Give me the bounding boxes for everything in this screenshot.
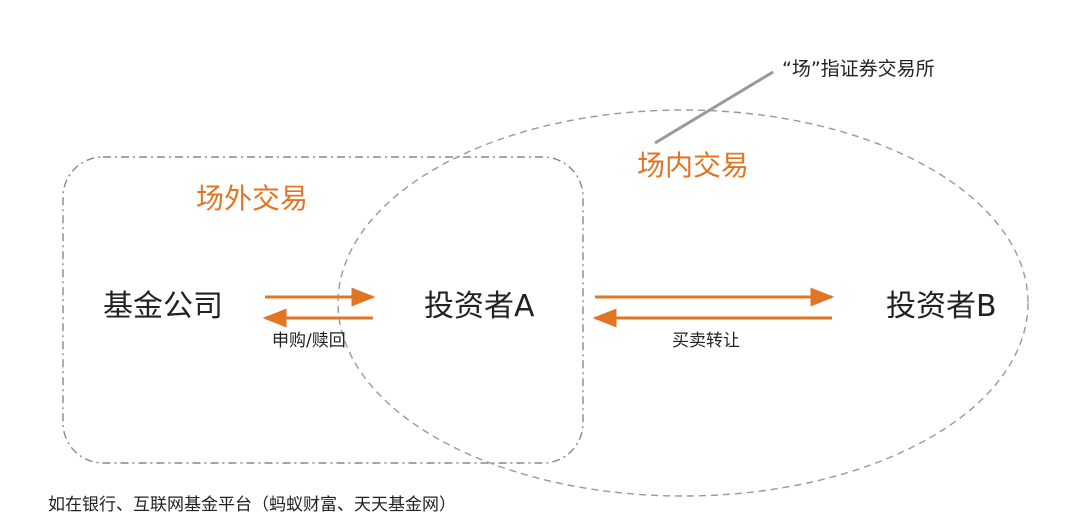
node-investor-a: 投资者A	[424, 289, 535, 324]
exchange-callout-text: “场”指证券交易所	[782, 58, 935, 80]
edge-label-trade-transfer: 买卖转让	[672, 331, 740, 351]
otc-region-title: 场外交易	[196, 182, 309, 215]
node-fund-company: 基金公司	[103, 289, 223, 324]
otc-region-border	[62, 156, 584, 464]
edge-label-subscribe-redeem: 申购/赎回	[272, 331, 346, 351]
exchange-region-title: 场内交易	[637, 149, 750, 182]
node-investor-b: 投资者B	[886, 289, 997, 324]
footer-note: 如在银行、互联网基金平台（蚂蚁财富、天天基金网）	[48, 495, 456, 515]
exchange-region-border	[337, 109, 1029, 497]
callout-leader-line	[654, 70, 774, 145]
